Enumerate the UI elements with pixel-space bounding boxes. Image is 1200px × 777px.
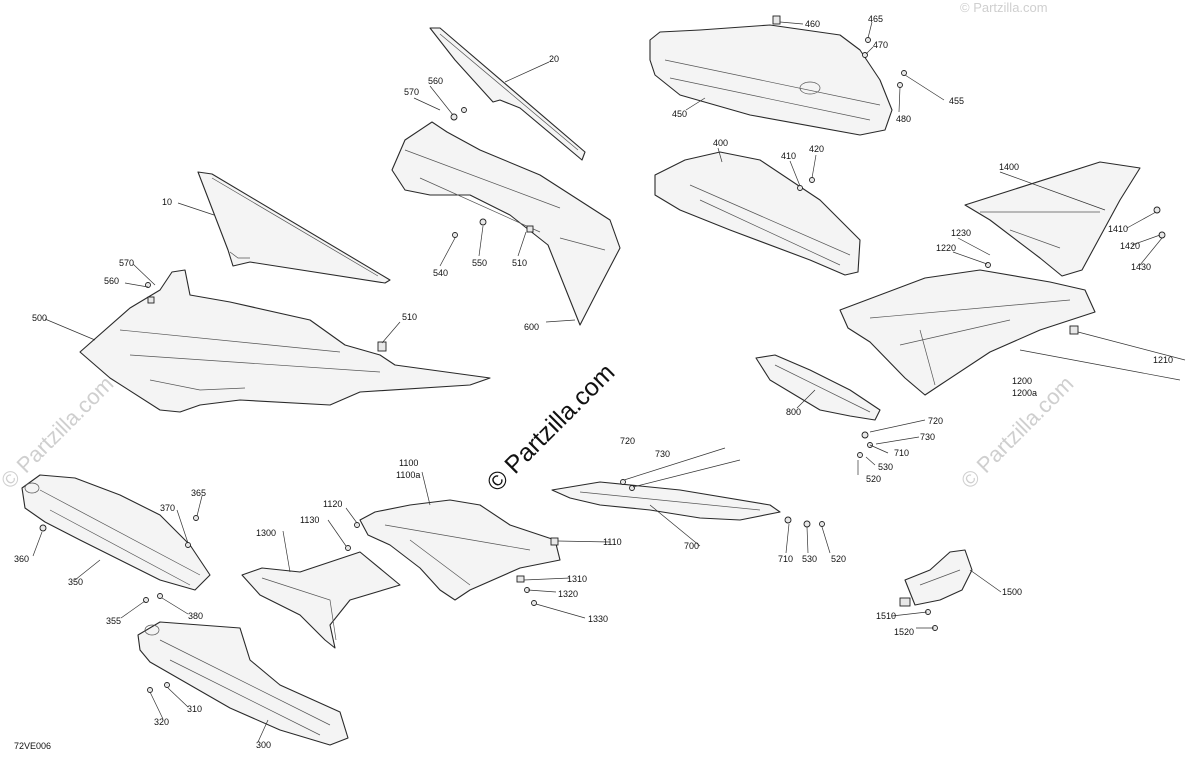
callout-1420: 1420 (1120, 241, 1140, 251)
part-1200-panel (839, 269, 1096, 396)
part-300-bracket (137, 621, 349, 746)
callout-355: 355 (106, 616, 121, 626)
callout-570: 570 (404, 87, 419, 97)
callout-720: 720 (928, 416, 943, 426)
callout-300: 300 (256, 740, 271, 750)
callout-370: 370 (160, 503, 175, 513)
part-1100-panel (359, 499, 561, 601)
callout-1430: 1430 (1131, 262, 1151, 272)
part-350-bracket (21, 474, 211, 591)
part-700-panel (551, 481, 781, 521)
part-500-panel (79, 269, 491, 413)
callout-530: 530 (802, 554, 817, 564)
callout-1230: 1230 (951, 228, 971, 238)
callout-1510: 1510 (876, 611, 896, 621)
part-400-bracket (654, 151, 861, 276)
callout-360: 360 (14, 554, 29, 564)
callout-710: 710 (894, 448, 909, 458)
callout-540: 540 (433, 268, 448, 278)
callout-10: 10 (162, 197, 172, 207)
callout-710: 710 (778, 554, 793, 564)
part-1500-bracket (899, 549, 973, 607)
callout-400: 400 (713, 138, 728, 148)
callout-1410: 1410 (1108, 224, 1128, 234)
callout-455: 455 (949, 96, 964, 106)
part-600-panel (391, 121, 621, 326)
callout-1100: 1100 (399, 458, 418, 468)
callout-1330: 1330 (588, 614, 608, 624)
callout-520: 520 (831, 554, 846, 564)
callout-1520: 1520 (894, 627, 914, 637)
part-800-bracket (755, 354, 881, 421)
callout-550: 550 (472, 258, 487, 268)
side-watermark-left: © Partzilla.com (0, 371, 118, 494)
callout-1100a: 1100a (396, 470, 420, 480)
callout-480: 480 (896, 114, 911, 124)
callout-420: 420 (809, 144, 824, 154)
callout-460: 460 (805, 19, 820, 29)
callout-510: 510 (512, 258, 527, 268)
callout-730: 730 (655, 449, 670, 459)
callout-1400: 1400 (999, 162, 1019, 172)
callout-1320: 1320 (558, 589, 578, 599)
callout-1500: 1500 (1002, 587, 1022, 597)
part-450-bracket (649, 15, 893, 136)
callout-1200: 1200 (1012, 376, 1032, 386)
callout-530: 530 (878, 462, 893, 472)
callout-365: 365 (191, 488, 206, 498)
callout-560: 560 (428, 76, 443, 86)
part-1300-panel (241, 551, 401, 649)
callout-410: 410 (781, 151, 796, 161)
callout-465: 465 (868, 14, 883, 24)
callout-1210: 1210 (1153, 355, 1173, 365)
corner-watermark: © Partzilla.com (960, 0, 1048, 15)
part-20-strip (429, 27, 586, 161)
callout-1110: 1110 (603, 537, 622, 547)
callout-600: 600 (524, 322, 539, 332)
callout-800: 800 (786, 407, 801, 417)
callout-450: 450 (672, 109, 687, 119)
diagram-reference-code: 72VE006 (14, 741, 52, 751)
part-1400-panel (964, 161, 1141, 277)
callout-720: 720 (620, 436, 635, 446)
center-watermark: © Partzilla.com (481, 358, 620, 497)
callout-470: 470 (873, 40, 888, 50)
part-10-panel (197, 171, 391, 284)
callout-labels: 10 20 560 570 540 550 510 600 500 570 56… (14, 14, 1173, 750)
callout-520: 520 (866, 474, 881, 484)
callout-1120: 1120 (323, 499, 342, 509)
callout-510: 510 (402, 312, 417, 322)
leader-lines (32, 21, 1186, 743)
callout-1300: 1300 (256, 528, 276, 538)
callout-700: 700 (684, 541, 699, 551)
callout-560: 560 (104, 276, 119, 286)
hardware-group (39, 37, 1166, 693)
callout-350: 350 (68, 577, 83, 587)
callout-570: 570 (119, 258, 134, 268)
callout-310: 310 (187, 704, 202, 714)
callout-380: 380 (188, 611, 203, 621)
callout-500: 500 (32, 313, 47, 323)
callout-20: 20 (549, 54, 559, 64)
callout-320: 320 (154, 717, 169, 727)
callout-1220: 1220 (936, 243, 956, 253)
callout-1200a: 1200a (1012, 388, 1037, 398)
callout-1310: 1310 (567, 574, 587, 584)
callout-730: 730 (920, 432, 935, 442)
callout-1130: 1130 (300, 515, 319, 525)
